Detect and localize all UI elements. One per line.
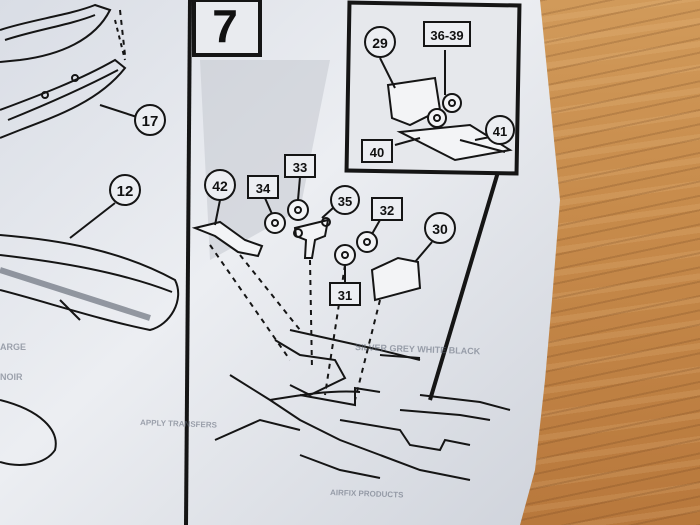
part-36-39-label: 36-39 [430,28,463,43]
part-12-label: 12 [117,183,134,200]
part-32-callout: 32 [371,197,403,235]
part-17-drawing [0,3,141,139]
part-34-label: 34 [256,181,271,196]
part-17-label: 17 [142,113,159,130]
step-number: 7 [212,0,238,52]
part-31-label: 31 [338,288,352,303]
part-35-label: 35 [338,194,352,209]
svg-text:APPLY TRANSFERS: APPLY TRANSFERS [140,418,218,430]
part-40-label: 40 [370,145,384,160]
part-41-label: 41 [493,124,507,139]
part-29-label: 29 [372,35,388,51]
part-33-label: 33 [293,160,307,175]
part-30-label: 30 [432,221,448,237]
svg-text:AIRFIX PRODUCTS: AIRFIX PRODUCTS [330,488,404,500]
part-31-callout: 31 [329,266,361,306]
part-41-callout: 41 [485,115,515,145]
svg-text:NOIR: NOIR [0,372,23,382]
wing-12-drawing [0,234,180,466]
part-30-callout: 30 [414,212,456,263]
part-36-39-callout: 36-39 [423,21,471,47]
part-32-label: 32 [380,203,394,218]
part-17-callout: 17 [134,104,166,136]
inset-leader-line [428,171,500,401]
svg-text:ARGE: ARGE [0,342,26,352]
part-12-callout: 12 [69,174,141,239]
panel-divider-line [184,0,192,525]
part-34-callout: 34 [247,175,279,215]
step-number-box: 7 [192,0,262,57]
bleed-through-text: SILVER GREY WHITE BLACK APPLY TRANSFERS … [0,342,481,500]
part-35-callout: 35 [321,185,360,219]
svg-text:SILVER GREY WHITE BLACK: SILVER GREY WHITE BLACK [355,342,481,356]
part-33-callout: 33 [284,154,316,201]
inset-detail-box: 29 36-39 40 41 [344,0,522,176]
part-42-callout: 42 [204,169,236,226]
fuselage-underside-drawing [214,329,511,481]
part-29-callout: 29 [364,26,396,58]
part-40-callout: 40 [361,139,393,163]
part-42-label: 42 [212,178,228,194]
